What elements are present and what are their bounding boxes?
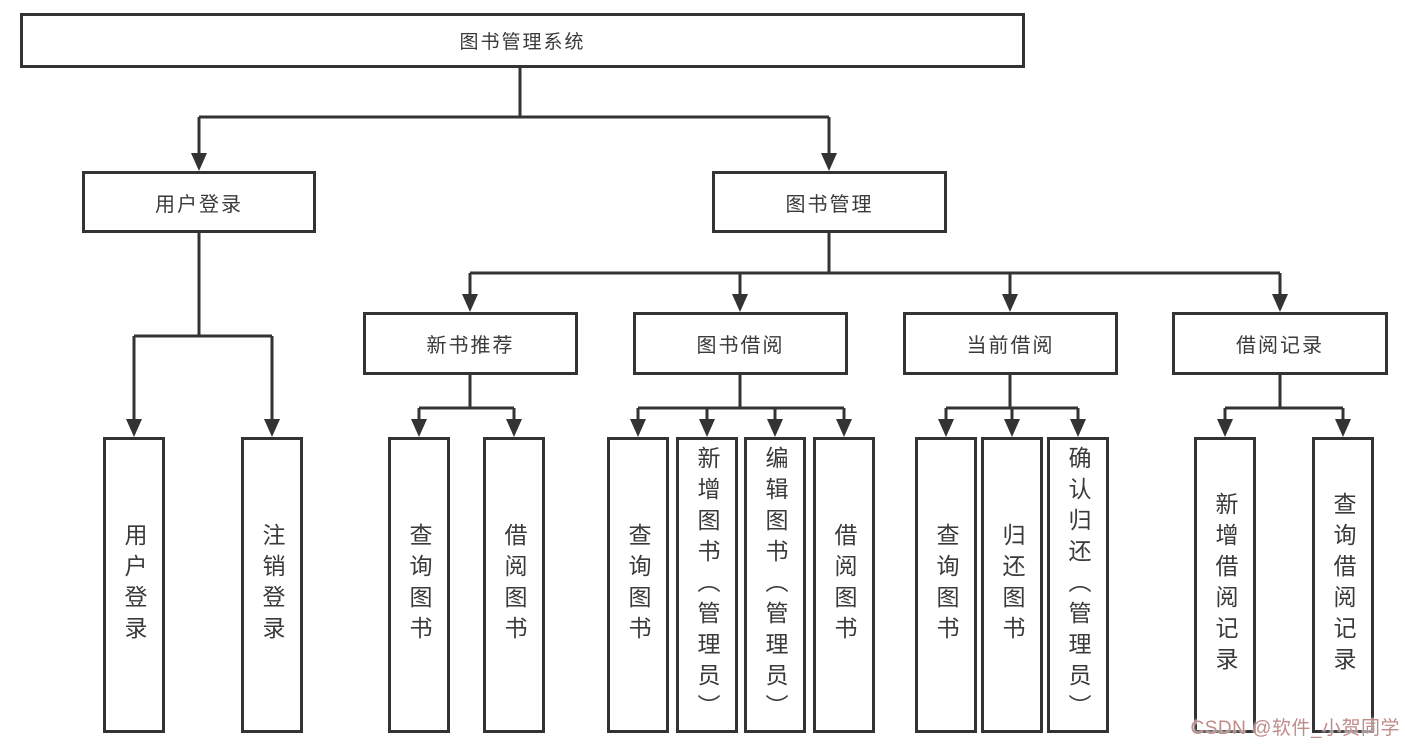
leaf-logout: 注销登录 <box>241 437 303 733</box>
node-borrow-record: 借阅记录 <box>1172 312 1388 375</box>
leaf-label: 注销登录 <box>259 523 285 647</box>
leaf-label: 查询图书 <box>406 523 432 647</box>
tree-edges <box>132 67 1345 421</box>
arrowhead-icon <box>264 419 280 437</box>
leaf-confirm-return-admin: 确认归还（管理员） <box>1047 437 1109 733</box>
leaf-label: 查询图书 <box>625 523 651 647</box>
leaf-user-login: 用户登录 <box>103 437 165 733</box>
arrowhead-icon <box>1272 294 1288 312</box>
leaf-label: 归还图书 <box>999 523 1025 647</box>
leaf-label: 借阅图书 <box>501 523 527 647</box>
node-new-book-recommend: 新书推荐 <box>363 312 578 375</box>
leaf-label: 确认归还（管理员） <box>1065 445 1091 725</box>
leaf-edit-book-admin: 编辑图书（管理员） <box>744 437 806 733</box>
arrowhead-icon <box>126 419 142 437</box>
node-root: 图书管理系统 <box>20 13 1025 68</box>
arrowhead-icon <box>191 153 207 171</box>
arrowhead-icon <box>821 153 837 171</box>
arrowhead-icon <box>506 419 522 437</box>
arrowhead-icon <box>1217 419 1233 437</box>
node-book-borrow: 图书借阅 <box>633 312 848 375</box>
arrowhead-icon <box>630 419 646 437</box>
arrowhead-icon <box>767 419 783 437</box>
leaf-label: 查询借阅记录 <box>1330 492 1356 678</box>
arrowhead-icon <box>1004 419 1020 437</box>
arrowhead-icon <box>732 294 748 312</box>
leaf-borrow-book-recommend: 借阅图书 <box>483 437 545 733</box>
leaf-label: 编辑图书（管理员） <box>762 445 788 725</box>
arrowhead-icon <box>836 419 852 437</box>
leaf-query-borrow-record: 查询借阅记录 <box>1312 437 1374 733</box>
arrowhead-icon <box>1070 419 1086 437</box>
leaf-label: 用户登录 <box>121 523 147 647</box>
leaf-query-book-recommend: 查询图书 <box>388 437 450 733</box>
arrowhead-icon <box>1335 419 1351 437</box>
leaf-query-book-borrow: 查询图书 <box>607 437 669 733</box>
node-user-login: 用户登录 <box>82 171 316 233</box>
leaf-borrow-book: 借阅图书 <box>813 437 875 733</box>
leaf-query-book-current: 查询图书 <box>915 437 977 733</box>
leaf-label: 查询图书 <box>933 523 959 647</box>
arrowhead-icon <box>462 294 478 312</box>
leaf-label: 借阅图书 <box>831 523 857 647</box>
leaf-add-book-admin: 新增图书（管理员） <box>676 437 738 733</box>
arrowhead-icon <box>938 419 954 437</box>
leaf-return-book: 归还图书 <box>981 437 1043 733</box>
arrowhead-icon <box>699 419 715 437</box>
leaf-label: 新增借阅记录 <box>1212 492 1238 678</box>
node-book-management: 图书管理 <box>712 171 947 233</box>
leaf-add-borrow-record: 新增借阅记录 <box>1194 437 1256 733</box>
node-current-borrow: 当前借阅 <box>903 312 1118 375</box>
arrowhead-icon <box>1002 294 1018 312</box>
leaf-label: 新增图书（管理员） <box>694 445 720 725</box>
arrowhead-icon <box>411 419 427 437</box>
